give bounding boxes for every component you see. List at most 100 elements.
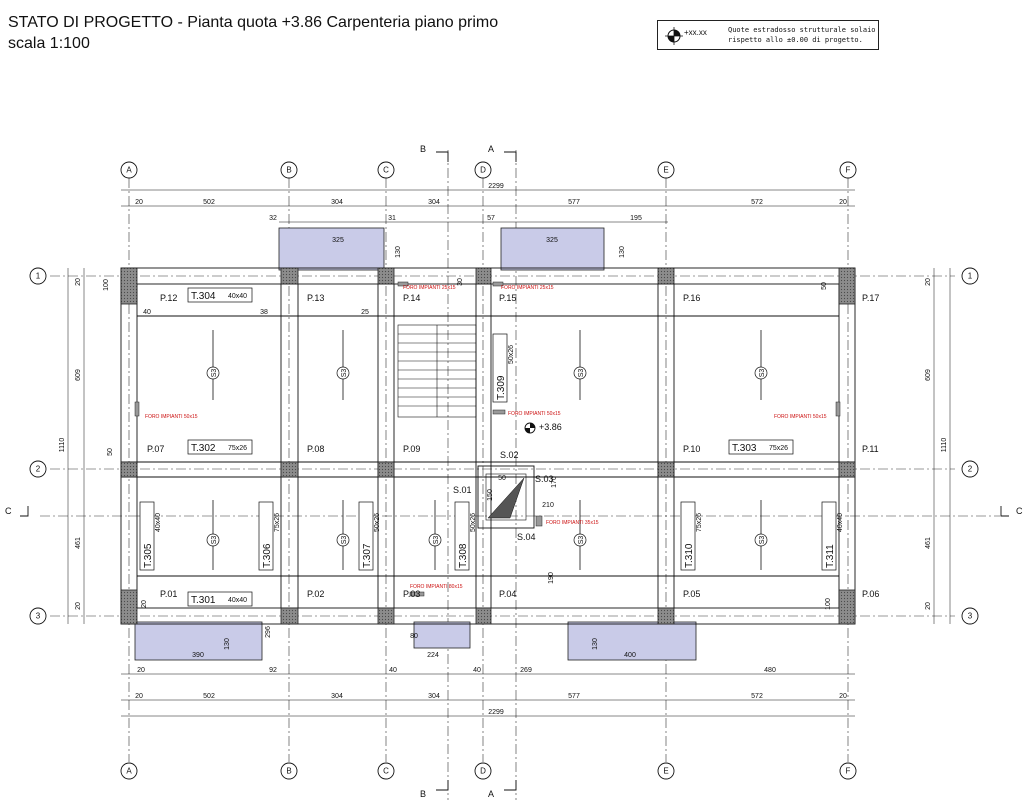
pillar-label-P09: P.09 <box>403 444 420 454</box>
legend-box: +xx.xx Quote estradosso strutturale sola… <box>657 20 879 50</box>
beam-size-T310: 75x26 <box>696 513 703 532</box>
pillar-label-P01: P.01 <box>160 589 177 599</box>
beam-id-T305: T.305 <box>143 543 154 568</box>
slab-tag-2: S3 <box>578 369 585 378</box>
beam-size-T305: 40x40 <box>155 513 162 532</box>
grid-row-left-3-label: 3 <box>36 612 41 621</box>
drawing-title: STATO DI PROGETTO - Pianta quota +3.86 C… <box>8 12 498 54</box>
dim-overall-top: 2299 <box>488 183 504 190</box>
dim-balcony-bottom-11: 480 <box>764 667 776 674</box>
stair-label-S03: S.03 <box>535 474 554 484</box>
opening-label-4: FORO IMPIANTI 50x15 <box>508 411 561 417</box>
dim-misc-8: 210 <box>542 502 554 509</box>
grid-col-top-D-label: D <box>480 166 486 175</box>
stair-label-S04: S.04 <box>517 532 536 542</box>
dim-right-3: 461 <box>925 537 932 549</box>
grid-col-top-D-bubble <box>474 161 492 179</box>
legend-symbol-value: +xx.xx <box>684 28 707 37</box>
dim-misc-0: 100 <box>103 279 110 291</box>
slab-tag-bubble-3 <box>754 366 768 380</box>
dim-left-1: 609 <box>75 369 82 381</box>
grid-col-top-C-bubble <box>377 161 395 179</box>
dim-misc-4: 25 <box>361 309 369 316</box>
dim-balcony-bottom-5: 224 <box>427 652 439 659</box>
pillar-label-P03: P.03 <box>403 589 420 599</box>
dim-chain-top-0: 20 <box>135 199 143 206</box>
beam-box-T306 <box>258 501 274 571</box>
slab-tag-1: S3 <box>341 369 348 378</box>
beam-size-T311: 40x40 <box>837 513 844 532</box>
pillar-label-P08: P.08 <box>307 444 324 454</box>
beam-box-T310 <box>680 501 696 571</box>
grid-col-top-C-label: C <box>383 166 389 175</box>
slab-tag-bubble-1 <box>336 366 350 380</box>
beam-id-T301: T.301 <box>191 595 216 606</box>
beam-id-T308: T.308 <box>458 543 469 568</box>
dim-misc-2: 40 <box>143 309 151 316</box>
beam-box-T307 <box>358 501 374 571</box>
slab-tag-8: S3 <box>759 536 766 545</box>
dim-misc-13: 50 <box>821 282 828 290</box>
stair-label-S01: S.01 <box>453 485 472 495</box>
grid-col-bottom-A-label: A <box>126 767 132 776</box>
beam-box-T311 <box>821 501 837 571</box>
dim-chain-top-5: 572 <box>751 199 763 206</box>
dim-misc-3: 38 <box>260 309 268 316</box>
slab-tag-6: S3 <box>433 536 440 545</box>
beam-size-T301: 40x40 <box>228 597 247 604</box>
beam-id-T310: T.310 <box>684 543 695 568</box>
dim-balcony-bottom-6: 40 <box>389 667 397 674</box>
staircase <box>397 324 477 418</box>
section-label-right-c: C <box>1016 506 1023 516</box>
dim-left-3: 461 <box>75 537 82 549</box>
dim-balcony-top-7: 130 <box>619 246 626 258</box>
beam-box-T308 <box>454 501 470 571</box>
stair-label-S02: S.02 <box>500 450 519 460</box>
dim-balcony-bottom-7: 40 <box>473 667 481 674</box>
dim-chain-top-3: 304 <box>428 199 440 206</box>
beam-id-T307: T.307 <box>362 543 373 568</box>
dim-balcony-top-5: 325 <box>546 237 558 244</box>
legend-text-line-1: Quote estradosso strutturale solaio <box>728 26 876 34</box>
grid-row-left-2-label: 2 <box>36 465 41 474</box>
slab-tag-4: S3 <box>211 536 218 545</box>
dim-balcony-top-1: 325 <box>332 237 344 244</box>
grid-row-right-3-label: 3 <box>968 612 973 621</box>
grid-col-bottom-F-label: F <box>846 767 851 776</box>
slab-tag-bubble-6 <box>428 533 442 547</box>
beam-size-T308: 50x26 <box>470 513 477 532</box>
grid-col-bottom-C-bubble <box>377 762 395 780</box>
slab-span-arrows <box>212 330 762 570</box>
dim-chain-bottom-0: 20 <box>135 693 143 700</box>
dim-right-2: 1110 <box>941 438 948 453</box>
dim-misc-7: 170 <box>551 476 558 488</box>
pillar-label-P12: P.12 <box>160 293 177 303</box>
dim-balcony-top-4: 57 <box>487 215 495 222</box>
dim-balcony-bottom-9: 130 <box>592 638 599 650</box>
beam-box-T303 <box>728 439 794 455</box>
grid-row-right-3-bubble <box>961 607 979 625</box>
pillar-label-P02: P.02 <box>307 589 324 599</box>
dim-left-0: 20 <box>75 278 82 286</box>
opening-label-5: FORO IMPIANTI 35x15 <box>546 520 599 526</box>
level-symbol-icon <box>665 27 683 45</box>
opening-label-2: FORO IMPIANTI 50x15 <box>145 414 198 420</box>
pillar-label-P16: P.16 <box>683 293 700 303</box>
beam-box-T309 <box>492 333 508 403</box>
slab-tag-bubble-7 <box>573 533 587 547</box>
dim-right-4: 20 <box>925 602 932 610</box>
dim-balcony-bottom-0: 390 <box>192 652 204 659</box>
grid-col-top-B-label: B <box>286 166 291 175</box>
dim-misc-10: 20 <box>141 600 148 608</box>
beam-box-T301 <box>187 591 253 607</box>
dim-chain-bottom-1: 502 <box>203 693 215 700</box>
pillar-label-P05: P.05 <box>683 589 700 599</box>
dim-chain-bottom-3: 304 <box>428 693 440 700</box>
dim-balcony-bottom-1: 130 <box>224 638 231 650</box>
pillar-label-P04: P.04 <box>499 589 516 599</box>
section-label-top-b: B <box>420 144 426 154</box>
dim-chain-bottom-4: 577 <box>568 693 580 700</box>
slab-tag-7: S3 <box>578 536 585 545</box>
dim-chain-bottom-6: 20 <box>839 693 847 700</box>
